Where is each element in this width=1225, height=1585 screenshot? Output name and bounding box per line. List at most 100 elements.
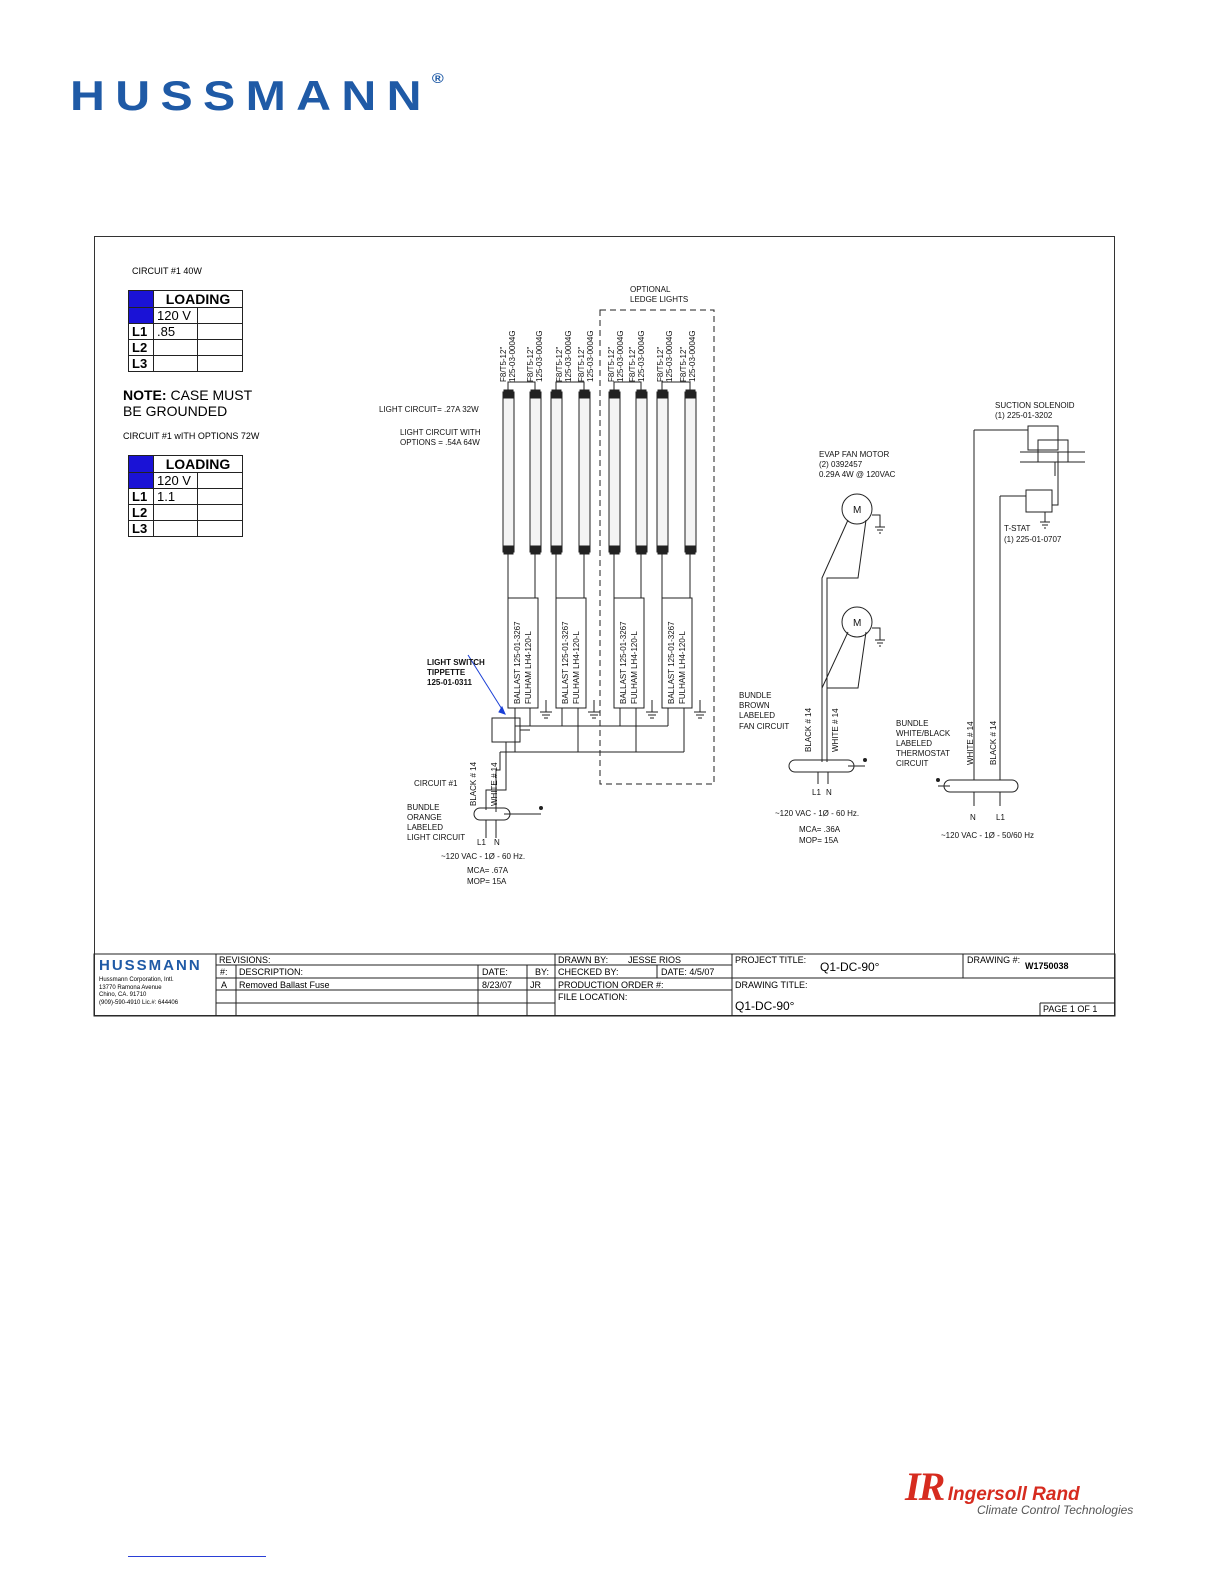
bundle-white-4: THERMOSTAT (896, 749, 950, 758)
rev-col-date: DATE: (482, 967, 508, 977)
ballast-3-label-1: BALLAST 125-01-3267 (619, 621, 628, 704)
bundle-brown-2: BROWN (739, 701, 770, 710)
bundle-orange-1: BUNDLE (407, 803, 439, 812)
tstat-l1: L1 (996, 813, 1005, 822)
bundle-white-1: BUNDLE (896, 719, 928, 728)
light-l1: L1 (477, 838, 486, 847)
lamp-6-label-2: 125-03-0004G (637, 330, 646, 382)
bundle-orange-4: LIGHT CIRCUIT (407, 833, 465, 842)
optional-label-1: OPTIONAL (630, 285, 671, 294)
optional-lights-box (599, 309, 715, 785)
checked-date: DATE: 4/5/07 (661, 967, 715, 977)
revisions-label: REVISIONS: (219, 955, 271, 965)
bundle-brown-1: BUNDLE (739, 691, 771, 700)
bundle-white-2: WHITE/BLACK (896, 729, 951, 738)
lamp-5-label-1: F8/T5-12" (607, 347, 616, 382)
light-mca: MCA= .67A (467, 866, 509, 875)
title-block-logo: HUSSMANN (99, 957, 202, 974)
bundle-white-5: CIRCUIT (896, 759, 929, 768)
rev-col-by: BY: (535, 967, 550, 977)
lamp-6-label-1: F8/T5-12" (628, 347, 637, 382)
evap-label-2: (2) 0392457 (819, 460, 863, 469)
fan-mca: MCA= .36A (799, 825, 841, 834)
lamp-1-label-2: 125-03-0004G (508, 330, 517, 382)
light-black-14: BLACK # 14 (469, 761, 478, 806)
ballast-2-label-2: FULHAM LH4-120-L (572, 631, 581, 704)
switch-label-1: LIGHT SWITCH (427, 658, 485, 667)
tstat-supply: ~120 VAC - 1Ø - 50/60 Hz (941, 831, 1034, 840)
fan-supply: ~120 VAC - 1Ø - 60 Hz. (775, 809, 859, 818)
light-options-label-2: OPTIONS = .54A 64W (400, 438, 480, 447)
company-address: Hussmann Corporation, Intl. 13770 Ramona… (99, 977, 179, 1006)
rev-by: JR (530, 980, 541, 990)
drawing-num: W1750038 (1025, 961, 1069, 971)
rev-num: A (221, 980, 228, 990)
light-options-label-1: LIGHT CIRCUIT WITH (400, 428, 481, 437)
file-location-label: FILE LOCATION: (558, 992, 628, 1002)
lamp-7-label-2: 125-03-0004G (665, 330, 674, 382)
rev-col-desc: DESCRIPTION: (239, 967, 304, 977)
bundle-orange-3: LABELED (407, 823, 443, 832)
rev-col-num: #: (220, 967, 228, 977)
drawing-num-label: DRAWING #: (967, 955, 1021, 965)
tstat-white-14: WHITE # 14 (966, 721, 975, 765)
evap-label-3: 0.29A 4W @ 120VAC (819, 470, 896, 479)
lamp-8-label-1: F8/T5-12" (679, 347, 688, 382)
drawing-title-label: DRAWING TITLE: (735, 980, 808, 990)
switch-label-3: 125-01-0311 (427, 678, 472, 687)
lamp-8-label-2: 125-03-0004G (688, 330, 697, 382)
ingersoll-rand-logo: IR Ingersoll Rand Climate Control Techno… (905, 1463, 1133, 1517)
lamp-2-label-1: F8/T5-12" (526, 347, 535, 382)
suction-label-1: SUCTION SOLENOID (995, 401, 1075, 410)
fan-n: N (826, 788, 832, 797)
ballast-1-label-1: BALLAST 125-01-3267 (513, 621, 522, 704)
fan-white-14: WHITE # 14 (831, 708, 840, 752)
bundle-brown-4: FAN CIRCUIT (739, 722, 789, 731)
circuit-options-label: CIRCUIT #1 wITH OPTIONS 72W (123, 431, 260, 441)
motor-2-symbol: M (853, 618, 861, 629)
ballast-3-label-2: FULHAM LH4-120-L (630, 631, 639, 704)
rev-desc: Removed Ballast Fuse (239, 980, 330, 990)
ballast-4-label-2: FULHAM LH4-120-L (678, 631, 687, 704)
ballast-1-label-2: FULHAM LH4-120-L (524, 631, 533, 704)
suction-label-2: (1) 225-01-3202 (995, 411, 1053, 420)
light-circuit-label: LIGHT CIRCUIT= .27A 32W (379, 405, 479, 414)
drawn-by-label: DRAWN BY: (558, 955, 609, 965)
tstat-label-2: (1) 225-01-0707 (1004, 535, 1062, 544)
ballast-2-label-1: BALLAST 125-01-3267 (561, 621, 570, 704)
tstat-black-14: BLACK # 14 (989, 720, 998, 765)
checked-by-label: CHECKED BY: (558, 967, 619, 977)
lamp-3-label-2: 125-03-0004G (564, 330, 573, 382)
drawn-by: JESSE RIOS (628, 955, 682, 965)
bundle-white-3: LABELED (896, 739, 932, 748)
light-n: N (494, 838, 500, 847)
hussmann-logo: HUSSMANN® (70, 70, 444, 119)
drawing-title: Q1-DC-90° (735, 999, 795, 1013)
bundle-orange-2: ORANGE (407, 813, 442, 822)
lamp-5-label-2: 125-03-0004G (616, 330, 625, 382)
rev-date: 8/23/07 (482, 980, 513, 990)
bundle-brown-3: LABELED (739, 711, 775, 720)
project-title: Q1-DC-90° (820, 960, 880, 974)
circuit-1-label: CIRCUIT #1 40W (132, 266, 202, 276)
evap-label-1: EVAP FAN MOTOR (819, 450, 889, 459)
lamp-1-label-1: F8/T5-12" (499, 347, 508, 382)
fan-mop: MOP= 15A (799, 836, 839, 845)
page-number: PAGE 1 OF 1 (1043, 1004, 1098, 1014)
lamp-2-label-2: 125-03-0004G (535, 330, 544, 382)
lamp-4-label-1: F8/T5-12" (577, 347, 586, 382)
ir-subtitle: Climate Control Technologies (977, 1503, 1134, 1517)
light-mop: MOP= 15A (467, 877, 507, 886)
light-white-14: WHITE # 14 (490, 762, 499, 806)
lamp-4-label-2: 125-03-0004G (586, 330, 595, 382)
tstat-label-1: T-STAT (1004, 524, 1030, 533)
motor-1-symbol: M (853, 505, 861, 516)
tstat-n: N (970, 813, 976, 822)
production-order-label: PRODUCTION ORDER #: (558, 980, 664, 990)
ir-name: Ingersoll Rand (947, 1484, 1080, 1505)
footer-link-line (128, 1556, 266, 1557)
circuit-1-tag: CIRCUIT #1 (414, 779, 458, 788)
